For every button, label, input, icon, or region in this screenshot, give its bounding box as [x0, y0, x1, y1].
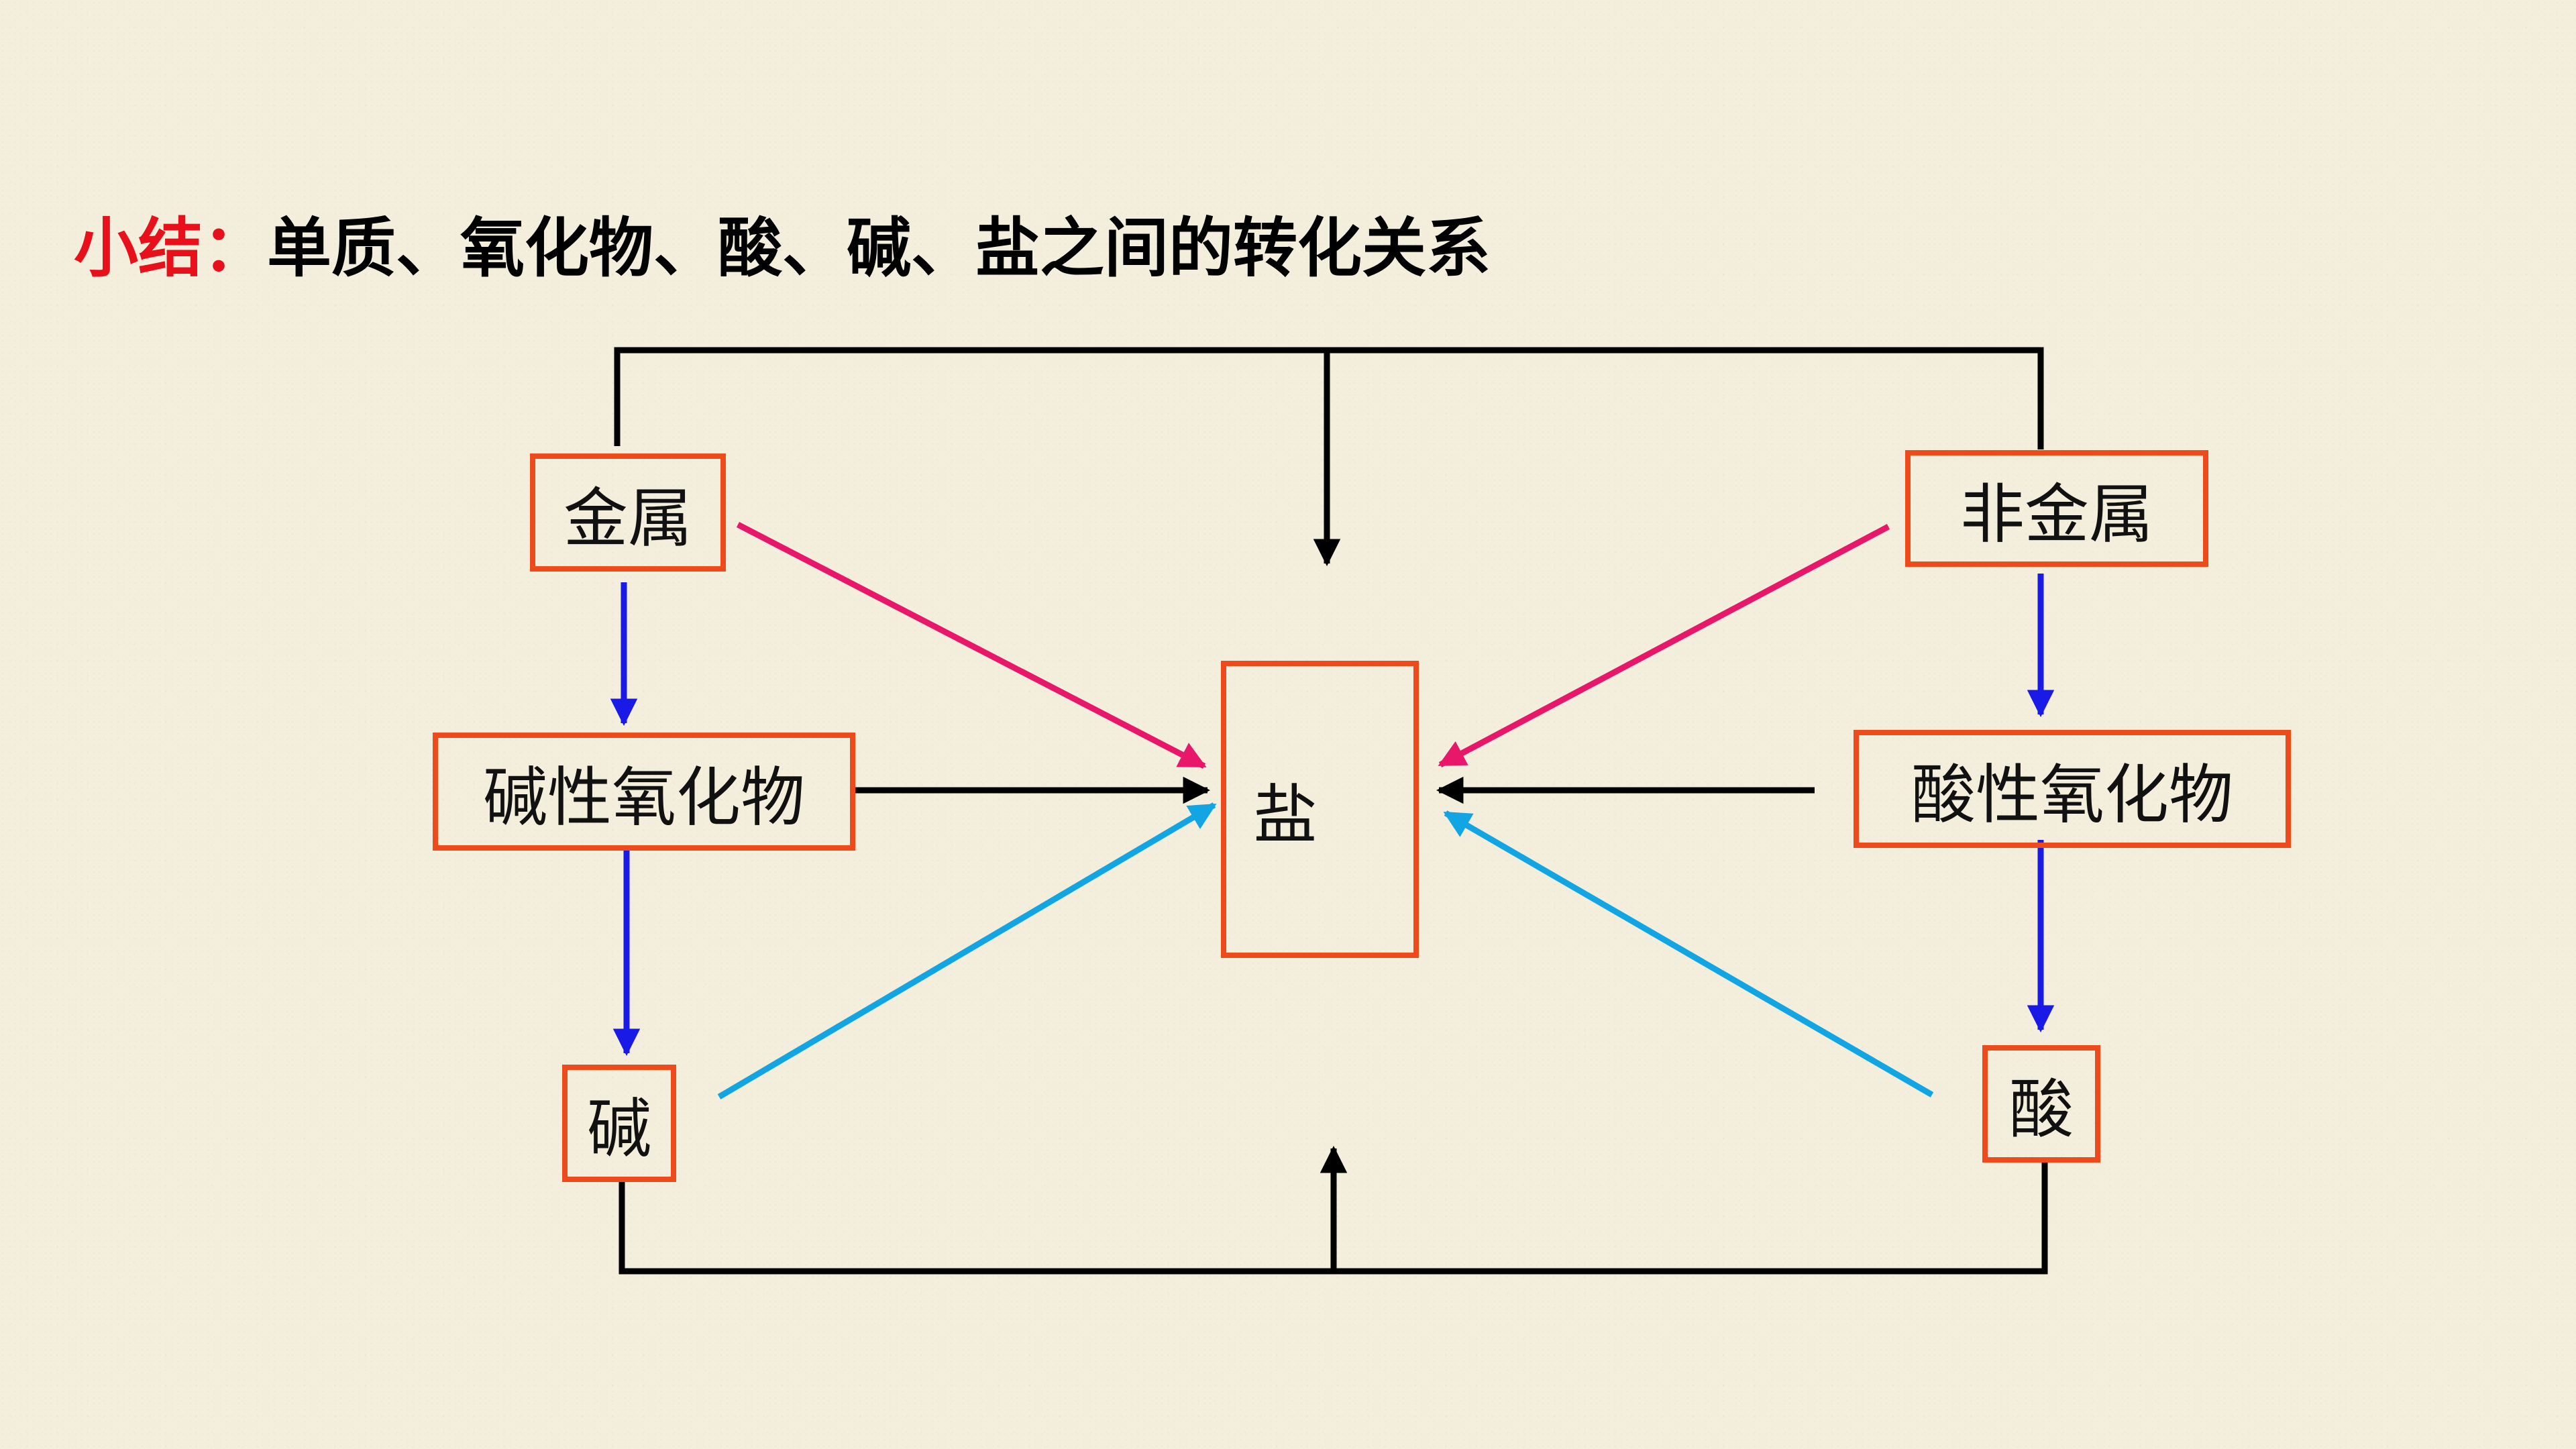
base-to-salt-arrow [717, 802, 1217, 1099]
metal-label: 金属 [564, 480, 692, 556]
metal-to-salt-arrow [736, 522, 1207, 769]
salt-label: 盐 [1253, 777, 1318, 853]
acid-to-salt-arrow [1443, 810, 1934, 1097]
nonmetal-to-salt-arrow [1438, 524, 1890, 767]
page-title: 小结：单质、氧化物、酸、碱、盐之间的转化关系 [74, 201, 1491, 295]
basic-oxide-label: 碱性氧化物 [483, 759, 805, 835]
acid-box: 酸 [1982, 1045, 2100, 1163]
base-box: 碱 [562, 1065, 676, 1182]
salt-box: 盐 [1221, 661, 1419, 958]
base-label: 碱 [587, 1091, 651, 1167]
acidic-oxide-box: 酸性氧化物 [1854, 730, 2291, 848]
nonmetal-label: 非金属 [1960, 476, 2153, 552]
basic-oxide-box: 碱性氧化物 [433, 733, 855, 851]
acidic-oxide-label: 酸性氧化物 [1911, 757, 2233, 833]
title-lead: 小结： [74, 211, 267, 286]
metal-box: 金属 [530, 453, 726, 572]
nonmetal-box: 非金属 [1905, 450, 2208, 567]
acid-label: 酸 [2009, 1072, 2074, 1147]
title-text: 单质、氧化物、酸、碱、盐之间的转化关系 [267, 211, 1491, 286]
